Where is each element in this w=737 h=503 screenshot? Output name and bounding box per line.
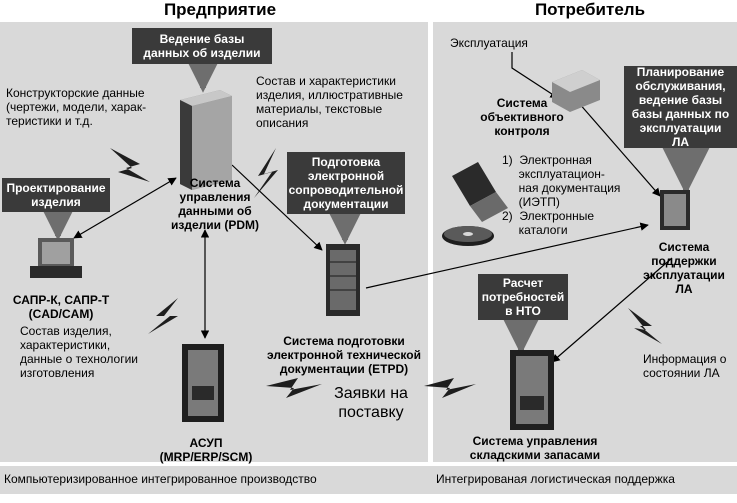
footer-right-label: Интегрированая логистическая поддержка [436, 472, 675, 486]
etpd-server-icon [326, 244, 360, 316]
etpd-lsa-link [365, 222, 649, 289]
parts-calc-box: Расчет потребностей в НТО [478, 274, 568, 320]
disk-icon [442, 226, 494, 246]
etpd-label: Система подготовки электронной техническ… [267, 334, 421, 376]
etd-prep-box: Подготовка электронной сопроводительной … [287, 152, 405, 214]
ietp-list-note: 1) Электронная эксплуатацион- ная докуме… [502, 153, 621, 237]
composition-note: Состав и характеристики изделия, иллюстр… [256, 74, 403, 130]
pdm-cad-link [73, 177, 177, 239]
lightning-icon [148, 298, 178, 334]
section-title-enterprise: Предприятие [163, 0, 277, 19]
lightning-icon [266, 378, 322, 398]
operation-note: Эксплуатация [450, 36, 528, 50]
lsa-support-label: Система поддержки эксплуатации ЛА [643, 240, 725, 296]
footer-band [0, 466, 737, 494]
cad-workstation-icon [30, 238, 82, 278]
control-box-icon [552, 70, 600, 112]
pdm-server-icon [180, 90, 232, 190]
tech-data-note: Состав изделия, характеристики, данные о… [20, 324, 138, 380]
acup-server-icon [182, 344, 224, 422]
maintenance-planning-box: Планирование обслуживания, ведение базы … [624, 65, 737, 149]
control-system-label: Система объективного контроля [480, 96, 564, 138]
acup-label: АСУП (MRP/ERP/SCM) [159, 436, 253, 464]
lightning-icon [628, 308, 662, 344]
aircraft-state-note: Информация о состоянии ЛА [643, 352, 727, 380]
lsa-server-icon [660, 190, 690, 230]
operation-control-link [511, 52, 559, 99]
supply-orders-note: Заявки на поставку [334, 385, 408, 421]
design-data-note: Конструкторские данные (чертежи, модели,… [6, 86, 147, 128]
footer-left-label: Компьютеризированное интегрированное про… [4, 472, 317, 486]
warehouse-server-icon [510, 350, 554, 430]
lightning-icon [424, 378, 476, 398]
warehouse-label: Система управления складскими запасами [469, 434, 601, 462]
bom-maintenance-box: Ведение базы данных об изделии [132, 28, 272, 64]
lsa-warehouse-link [551, 257, 673, 363]
pdm-etpd-link [231, 164, 323, 251]
laptop-icon [452, 162, 508, 222]
pdm-label: Система управления данными об изделии (P… [170, 176, 259, 232]
lightning-icon [110, 148, 150, 182]
section-title-consumer: Потребитель [534, 0, 646, 19]
design-box: Проектирование изделия [2, 178, 110, 212]
lightning-icon [254, 148, 278, 198]
cad-label: САПР-К, САПР-Т (CAD/CAM) [12, 293, 110, 321]
control-lsa-link [577, 101, 661, 197]
